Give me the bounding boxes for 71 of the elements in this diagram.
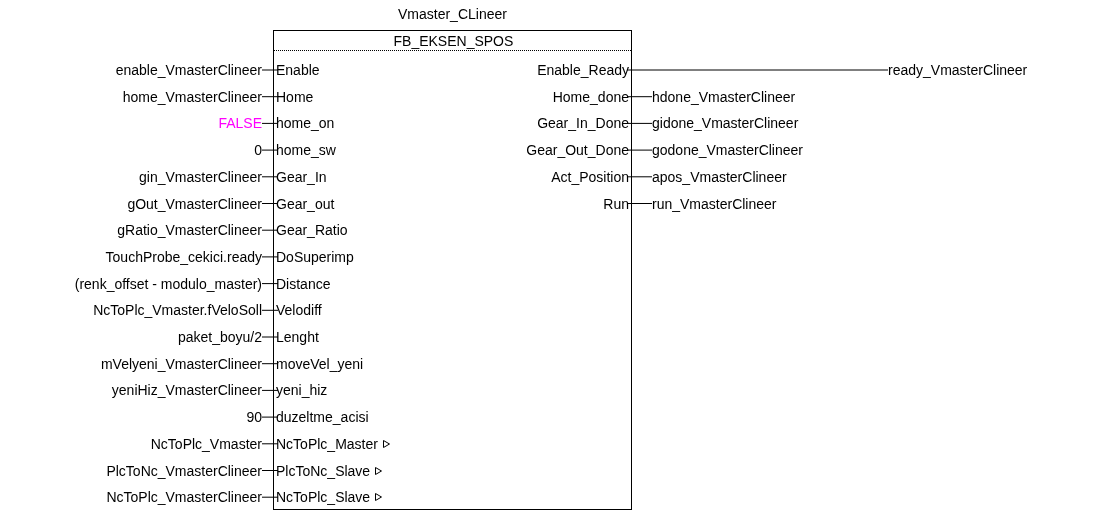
connection-line xyxy=(261,203,279,204)
input-pin-label: PlcToNc_Slave xyxy=(276,462,371,479)
connection-line xyxy=(626,122,653,124)
output-pin-label: Run xyxy=(603,195,629,212)
connection-line xyxy=(261,443,279,445)
input-variable: yeniHiz_VmasterClineer xyxy=(111,382,262,399)
block-type-name: FB_EKSEN_SPOS xyxy=(393,33,514,49)
input-variable: NcToPlc_Vmaster xyxy=(150,435,262,452)
instance-name: Vmaster_CLineer xyxy=(398,6,507,22)
input-pin-label: NcToPlc_Slave xyxy=(276,489,371,506)
output-variable: apos_VmasterClineer xyxy=(652,168,787,185)
connection-line xyxy=(261,416,279,418)
input-variable: 90 xyxy=(246,409,262,426)
input-variable: TouchProbe_cekici.ready xyxy=(105,248,262,265)
connection-line xyxy=(261,283,279,285)
connection-line xyxy=(261,470,279,471)
input-variable: 0 xyxy=(254,142,262,159)
output-pin-label: Gear_Out_Done xyxy=(526,142,629,159)
input-variable: gRatio_VmasterClineer xyxy=(117,222,262,239)
connection-line xyxy=(261,96,279,98)
output-pin-label: Home_done xyxy=(552,88,629,105)
input-variable: mVelyeni_VmasterClineer xyxy=(100,355,262,372)
output-variable: gidone_VmasterClineer xyxy=(652,115,799,132)
input-pin-label: home_on xyxy=(276,115,335,132)
output-variable: hdone_VmasterClineer xyxy=(652,88,796,105)
connection-line xyxy=(261,256,279,258)
input-pin-label: moveVel_yeni xyxy=(276,355,364,372)
input-pin-label: duzeltme_acisi xyxy=(276,409,369,426)
output-pin-label: Gear_In_Done xyxy=(537,115,629,132)
input-pin-label: home_sw xyxy=(276,142,336,159)
output-variable: ready_VmasterClineer xyxy=(888,62,1028,78)
input-pin-label: Velodiff xyxy=(276,302,322,319)
input-variable: FALSE xyxy=(218,115,262,132)
connection-line xyxy=(626,176,653,178)
input-pin-label: DoSuperimp xyxy=(276,248,354,265)
input-pin-label: Gear_out xyxy=(276,195,335,212)
input-variable: gOut_VmasterClineer xyxy=(127,195,262,212)
input-variable: paket_boyu/2 xyxy=(177,329,262,345)
connection-line xyxy=(261,389,279,391)
output-pin-label: Enable_Ready xyxy=(537,62,629,78)
input-pin-label: Gear_Ratio xyxy=(276,222,348,239)
connection-line xyxy=(261,336,279,338)
connection-line xyxy=(626,149,653,151)
connection-line xyxy=(261,496,279,498)
input-pin-label: Lenght xyxy=(276,329,319,345)
input-pin-label: Distance xyxy=(276,275,331,292)
input-variable: NcToPlc_Vmaster.fVeloSoll xyxy=(93,302,262,319)
connection-line xyxy=(626,203,653,204)
input-pin-label: Home xyxy=(276,88,314,105)
connection-line xyxy=(261,149,279,151)
connection-line xyxy=(261,363,279,365)
connection-line xyxy=(261,69,279,71)
output-pin-label: Act_Position xyxy=(551,168,629,185)
input-variable: home_VmasterClineer xyxy=(122,88,262,105)
output-variable: godone_VmasterClineer xyxy=(652,142,803,159)
input-variable: NcToPlc_VmasterClineer xyxy=(106,489,262,506)
input-variable: enable_VmasterClineer xyxy=(115,62,262,78)
input-variable: gin_VmasterClineer xyxy=(139,168,262,185)
connection-line xyxy=(261,309,279,311)
input-pin-label: NcToPlc_Master xyxy=(276,435,378,452)
input-variable: PlcToNc_VmasterClineer xyxy=(106,462,262,479)
connection-line xyxy=(626,69,889,71)
output-variable: run_VmasterClineer xyxy=(652,195,777,212)
input-pin-label: Gear_In xyxy=(276,168,327,185)
input-pin-label: yeni_hiz xyxy=(276,382,328,399)
connection-line xyxy=(261,176,279,178)
connection-line xyxy=(261,229,279,231)
input-variable: (renk_offset - modulo_master) xyxy=(74,275,262,292)
input-pin-label: Enable xyxy=(276,62,320,78)
connection-line xyxy=(626,96,653,98)
connection-line xyxy=(261,122,279,124)
